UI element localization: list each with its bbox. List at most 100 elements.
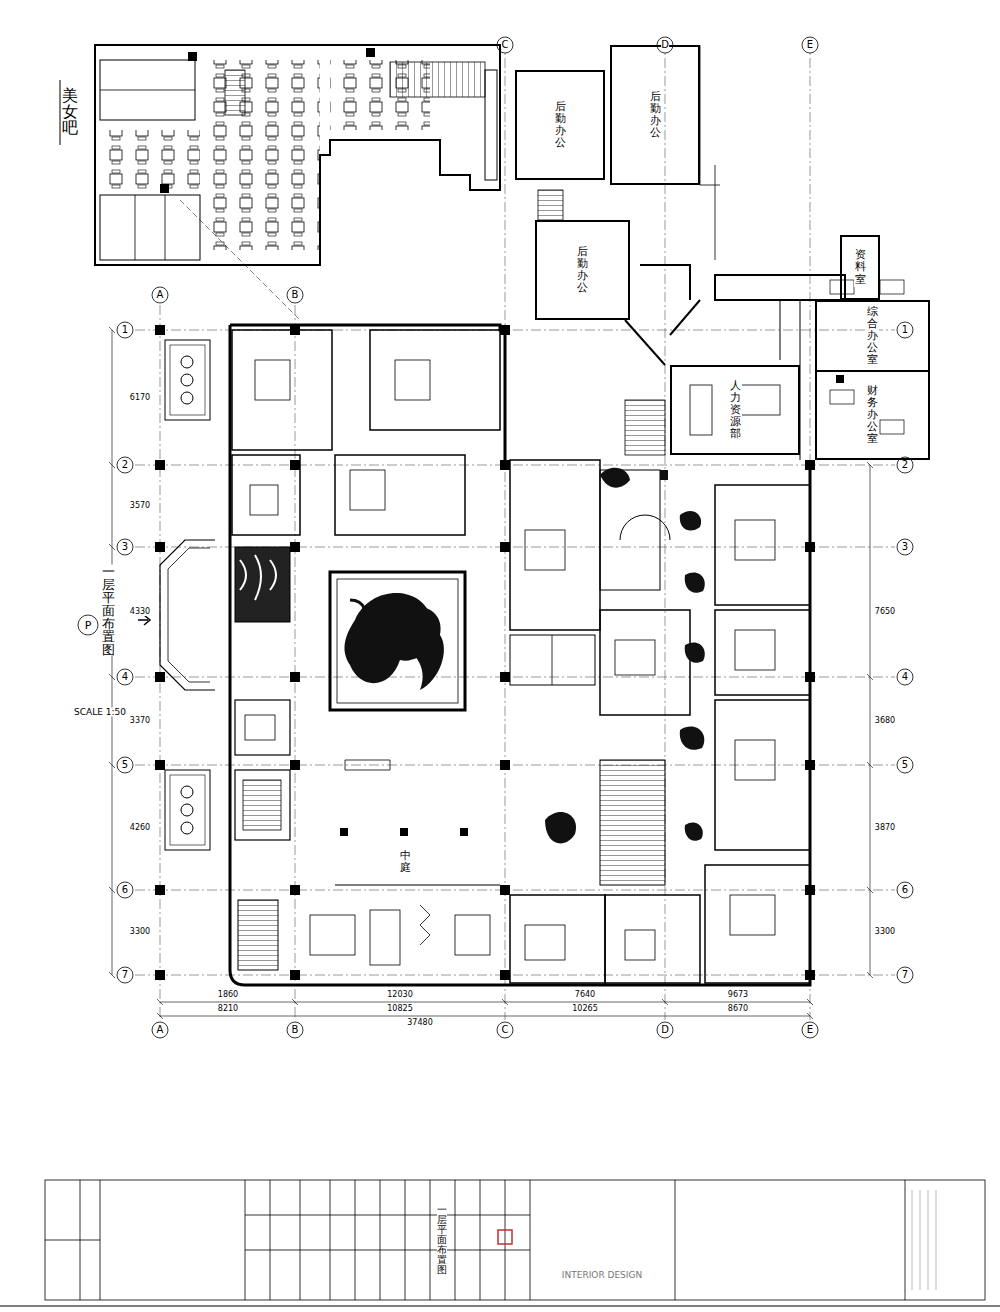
- column: [290, 672, 300, 682]
- column: [290, 760, 300, 770]
- column: [500, 760, 510, 770]
- column: [500, 970, 510, 980]
- grid-bubble: [897, 882, 913, 898]
- grid-axis: C: [502, 1025, 509, 1035]
- column: [155, 760, 165, 770]
- grid-axis: D: [661, 1025, 669, 1035]
- column: [500, 542, 510, 552]
- column: [290, 325, 300, 335]
- bar-area: [160, 184, 169, 193]
- building-wall: [525, 925, 565, 960]
- grid-bubble: [152, 1022, 168, 1038]
- building-wall: [420, 905, 430, 945]
- building-wall: [735, 630, 775, 670]
- entrance: [235, 547, 290, 622]
- dimension: 4330: [130, 608, 150, 616]
- bar-area: [60, 80, 61, 145]
- grid-axis: 3: [902, 542, 908, 552]
- dimension: 9673: [728, 991, 748, 999]
- grid-bubble: [152, 287, 168, 303]
- title-block: [0, 1306, 1000, 1307]
- grid-bubble: [497, 1022, 513, 1038]
- grid-bubble: [78, 37, 913, 1038]
- building-wall: [735, 520, 775, 560]
- planter: [165, 770, 210, 850]
- grid-bubble: [117, 539, 133, 555]
- grid-bubble: [897, 669, 913, 685]
- title-block: [45, 1180, 985, 1300]
- building-wall: [335, 455, 465, 535]
- planter: [181, 822, 193, 834]
- building-wall: [510, 895, 605, 983]
- dimension: 3570: [130, 502, 150, 510]
- grid-bubble: [802, 1022, 818, 1038]
- atrium-carpet: [337, 579, 458, 703]
- grid-bubble: [117, 882, 133, 898]
- column: [155, 970, 165, 980]
- building-wall: [705, 865, 810, 983]
- floor-motif: [685, 572, 705, 592]
- dimension-line: [109, 327, 873, 1019]
- planter: [170, 775, 205, 845]
- building-wall: [370, 910, 400, 965]
- grid-bubble: [117, 322, 133, 338]
- building-wall: [232, 455, 300, 535]
- column: [155, 460, 165, 470]
- office-wing: [830, 280, 854, 294]
- grid-axis: 4: [902, 672, 908, 682]
- column: [290, 970, 300, 980]
- office-wing: [740, 385, 780, 415]
- column: [805, 970, 815, 980]
- building-wall: [250, 485, 278, 515]
- floor-motif: [680, 511, 701, 531]
- building-wall: [230, 325, 810, 985]
- grid-axis: 4: [122, 672, 128, 682]
- entrance: [168, 548, 210, 682]
- grid-line: [135, 975, 895, 976]
- building-wall: [370, 330, 500, 430]
- grid-axis: A: [157, 290, 164, 300]
- building-wall: [230, 325, 810, 985]
- bar-area: [390, 62, 485, 97]
- column: [805, 760, 815, 770]
- dimension: 37480: [407, 1019, 432, 1027]
- grid-axis: D: [661, 40, 669, 50]
- column: [805, 460, 815, 470]
- bar-area: [188, 52, 197, 61]
- grid-axis: 1: [902, 325, 908, 335]
- entrance: [235, 770, 290, 840]
- building-wall: [510, 635, 595, 685]
- dimension: 4260: [130, 824, 150, 832]
- atrium-carpet: [350, 600, 365, 625]
- building-wall: [620, 515, 670, 540]
- dimension: 7640: [575, 991, 595, 999]
- north-mark: P: [85, 620, 92, 631]
- bar-area: [485, 70, 497, 180]
- column: [155, 885, 165, 895]
- dimension: 3300: [875, 928, 895, 936]
- bar-area: [105, 130, 200, 190]
- column: [805, 542, 815, 552]
- grid-line: [505, 40, 506, 1020]
- planter: [170, 345, 205, 415]
- grid-axis: 7: [902, 970, 908, 980]
- dimension: 12030: [387, 991, 412, 999]
- grid-bubble: [117, 967, 133, 983]
- room-box: 后勤办公: [610, 45, 700, 185]
- dimension: 8210: [218, 1005, 238, 1013]
- office-wing: [830, 390, 854, 404]
- grid-bubble: [897, 967, 913, 983]
- column: [805, 885, 815, 895]
- room-name: 后勤办公: [576, 245, 589, 295]
- building-wall: [335, 884, 500, 885]
- grid-axis: 6: [122, 885, 128, 895]
- sheet-title: 一层平面布置图: [437, 1205, 447, 1275]
- planter: [181, 356, 193, 368]
- grid-bubble: [802, 37, 818, 53]
- building-wall: [715, 610, 810, 695]
- dimension: 8670: [728, 1005, 748, 1013]
- room-name: 资料室: [854, 248, 867, 286]
- office-wing: [625, 265, 700, 365]
